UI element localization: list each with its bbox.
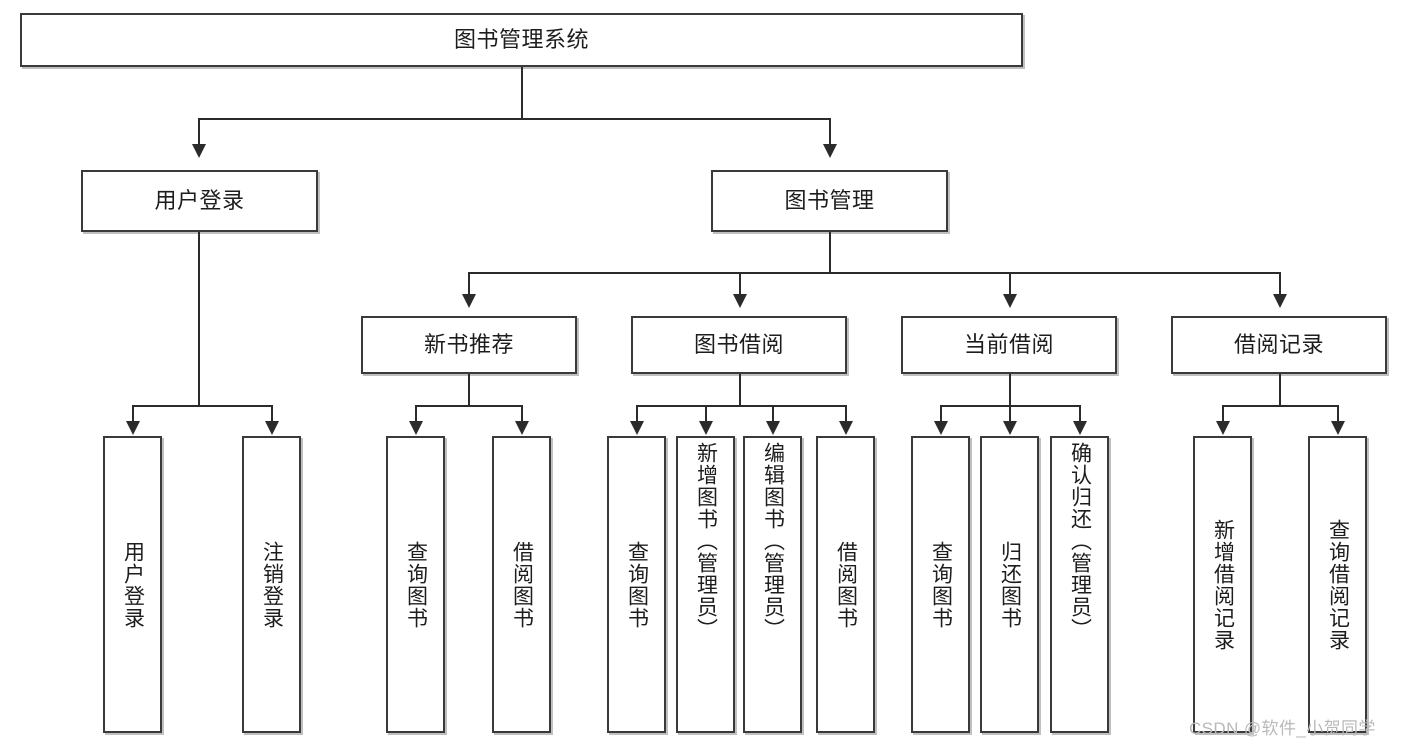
connector-book-mgmt-stem xyxy=(829,232,831,273)
node-label: 注销登录 xyxy=(260,540,284,629)
connector-current-borrow-stem xyxy=(1009,374,1011,406)
connector-book-borrow-bus xyxy=(636,405,846,407)
arrowhead-leaf xyxy=(1331,421,1345,435)
node-label: 查询图书 xyxy=(625,540,649,629)
node-label: 借阅记录 xyxy=(1233,331,1324,357)
connector-borrow-record-bus xyxy=(1222,405,1338,407)
node-label: 图书管理 xyxy=(784,187,875,213)
leaf-book-borrow-borrow[interactable]: 借阅图书 xyxy=(816,436,875,733)
node-label: 当前借阅 xyxy=(963,331,1054,357)
arrowhead-new-book xyxy=(462,294,476,308)
node-label: 用户登录 xyxy=(154,187,245,213)
node-label: 新书推荐 xyxy=(423,331,514,357)
leaf-user-login-signin[interactable]: 用户登录 xyxy=(103,436,162,733)
node-label: 确认归还（管理员） xyxy=(1068,442,1092,640)
node-label: 查询借阅记录 xyxy=(1326,518,1350,651)
node-label: 查询图书 xyxy=(404,540,428,629)
arrowhead-leaf xyxy=(126,421,140,435)
arrowhead-leaf xyxy=(630,421,644,435)
leaf-book-borrow-edit[interactable]: 编辑图书（管理员） xyxy=(743,436,802,733)
connector-to-current-borrow xyxy=(1009,272,1011,296)
connector-book-borrow-leaf-2 xyxy=(705,405,707,423)
arrowhead-leaf xyxy=(1073,421,1087,435)
leaf-borrow-record-query[interactable]: 查询借阅记录 xyxy=(1308,436,1367,733)
connector-root-to-book-mgmt xyxy=(829,118,831,146)
arrowhead-leaf xyxy=(515,421,529,435)
leaf-new-book-borrow[interactable]: 借阅图书 xyxy=(492,436,551,733)
connector-new-book-leaf-2 xyxy=(521,405,523,423)
arrowhead-book-mgmt xyxy=(823,144,837,158)
leaf-book-borrow-add[interactable]: 新增图书（管理员） xyxy=(676,436,735,733)
connector-borrow-record-stem xyxy=(1279,374,1281,406)
connector-user-login-leaf-2 xyxy=(271,405,273,423)
connector-new-book-bus xyxy=(415,405,522,407)
node-user-login[interactable]: 用户登录 xyxy=(81,170,318,232)
arrowhead-leaf xyxy=(1003,421,1017,435)
node-new-book-recommend[interactable]: 新书推荐 xyxy=(361,316,577,374)
connector-borrow-record-leaf-2 xyxy=(1337,405,1339,423)
connector-new-book-stem xyxy=(468,374,470,406)
node-label: 图书借阅 xyxy=(693,331,784,357)
node-book-management[interactable]: 图书管理 xyxy=(711,170,948,232)
connector-current-borrow-leaf-2 xyxy=(1009,405,1011,423)
node-label: 新增图书（管理员） xyxy=(694,442,718,640)
leaf-borrow-record-add[interactable]: 新增借阅记录 xyxy=(1193,436,1252,733)
node-current-borrow[interactable]: 当前借阅 xyxy=(901,316,1117,374)
connector-to-new-book xyxy=(468,272,470,296)
connector-to-book-borrow xyxy=(739,272,741,296)
arrowhead-leaf xyxy=(265,421,279,435)
connector-book-borrow-leaf-1 xyxy=(636,405,638,423)
leaf-user-login-signout[interactable]: 注销登录 xyxy=(242,436,301,733)
arrowhead-leaf xyxy=(409,421,423,435)
connector-current-borrow-leaf-3 xyxy=(1079,405,1081,423)
leaf-book-borrow-query[interactable]: 查询图书 xyxy=(607,436,666,733)
connector-book-borrow-leaf-3 xyxy=(772,405,774,423)
node-root-system[interactable]: 图书管理系统 xyxy=(20,13,1023,67)
arrowhead-leaf xyxy=(1216,421,1230,435)
arrowhead-leaf xyxy=(839,421,853,435)
connector-book-borrow-leaf-4 xyxy=(845,405,847,423)
csdn-watermark: CSDN @软件_小贺同学 xyxy=(1189,719,1376,738)
leaf-current-borrow-return[interactable]: 归还图书 xyxy=(980,436,1039,733)
arrowhead-borrow-record xyxy=(1273,294,1287,308)
node-label: 查询图书 xyxy=(929,540,953,629)
leaf-current-borrow-query[interactable]: 查询图书 xyxy=(911,436,970,733)
node-label: 图书管理系统 xyxy=(453,26,589,52)
node-label: 用户登录 xyxy=(121,540,145,629)
connector-borrow-record-leaf-1 xyxy=(1222,405,1224,423)
connector-user-login-bus xyxy=(132,405,272,407)
connector-level3-bus xyxy=(468,272,1280,274)
arrowhead-leaf xyxy=(699,421,713,435)
node-label: 借阅图书 xyxy=(834,540,858,629)
node-borrow-record[interactable]: 借阅记录 xyxy=(1171,316,1387,374)
node-book-borrow[interactable]: 图书借阅 xyxy=(631,316,847,374)
connector-book-borrow-stem xyxy=(739,374,741,406)
arrowhead-leaf xyxy=(934,421,948,435)
leaf-new-book-query[interactable]: 查询图书 xyxy=(386,436,445,733)
arrowhead-leaf xyxy=(766,421,780,435)
leaf-current-borrow-confirm-return[interactable]: 确认归还（管理员） xyxy=(1050,436,1109,733)
connector-user-login-stem xyxy=(198,232,200,406)
node-label: 归还图书 xyxy=(998,540,1022,629)
arrowhead-user-login xyxy=(192,144,206,158)
connector-user-login-leaf-1 xyxy=(132,405,134,423)
node-label: 编辑图书（管理员） xyxy=(761,442,785,640)
connector-root-to-user-login xyxy=(198,118,200,146)
arrowhead-current-borrow xyxy=(1003,294,1017,308)
connector-new-book-leaf-1 xyxy=(415,405,417,423)
connector-root-bus xyxy=(198,118,830,120)
connector-current-borrow-leaf-1 xyxy=(940,405,942,423)
node-label: 借阅图书 xyxy=(510,540,534,629)
node-label: 新增借阅记录 xyxy=(1211,518,1235,651)
connector-to-borrow-record xyxy=(1279,272,1281,296)
arrowhead-book-borrow xyxy=(733,294,747,308)
connector-root-stem xyxy=(521,67,523,119)
